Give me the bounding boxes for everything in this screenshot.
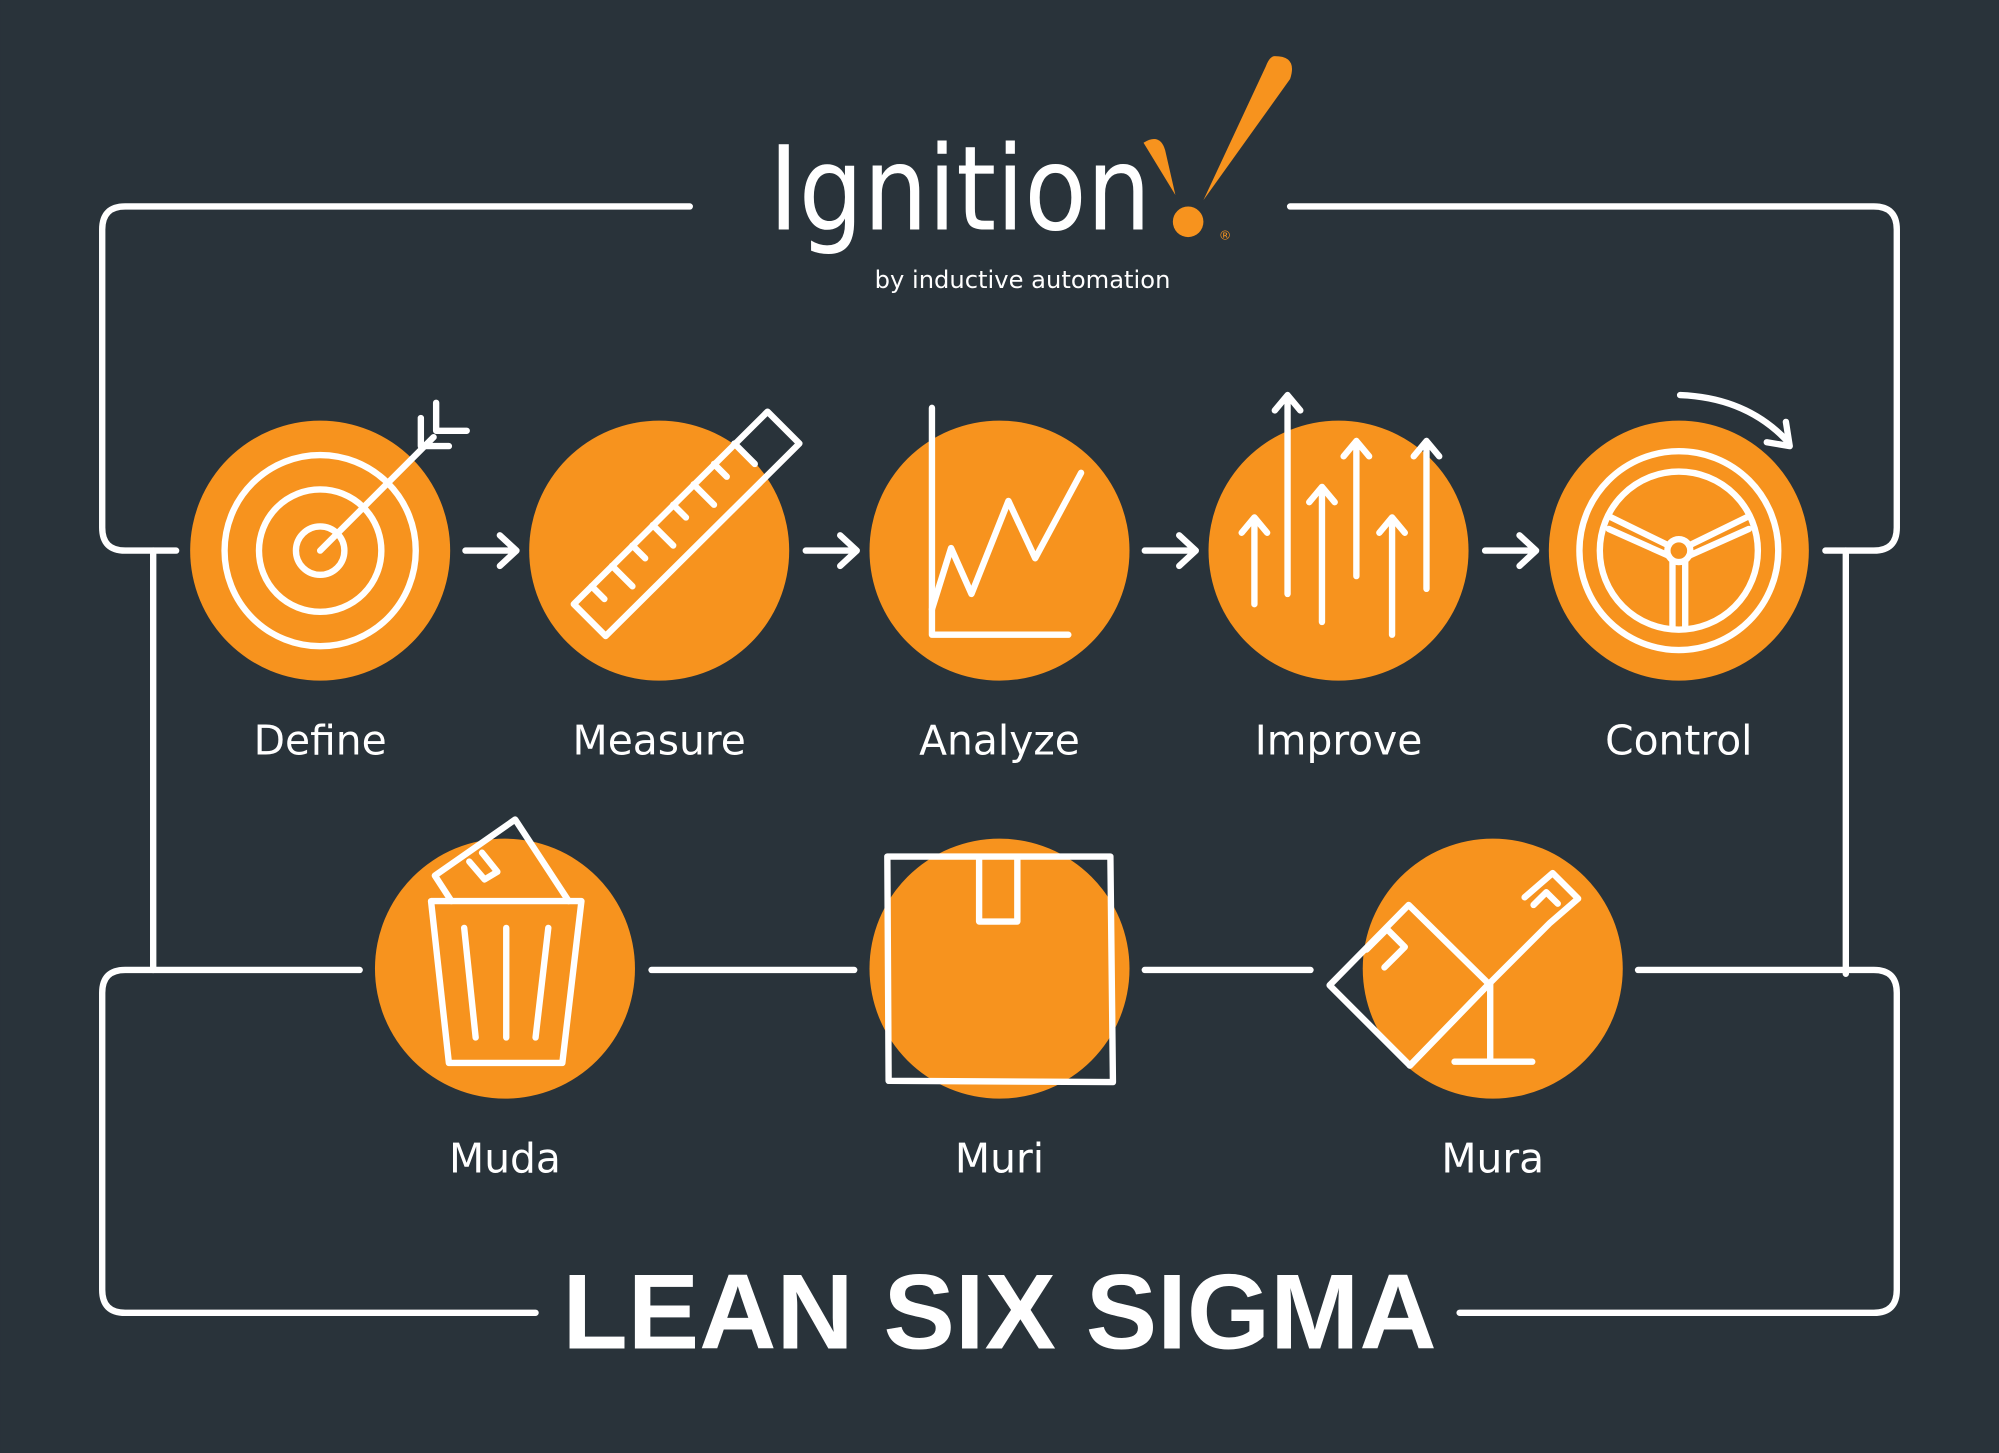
steering-wheel-icon	[1576, 391, 1793, 654]
step-label-measure: Measure	[573, 717, 746, 765]
exclamation-small-stroke-icon	[1143, 139, 1176, 196]
muri-circle	[869, 838, 1130, 1099]
trash-bin-icon	[427, 816, 585, 1067]
arrow-right-icon	[462, 532, 520, 570]
logo-tagline: by inductive automation	[875, 266, 1171, 294]
waste-label-mura: Mura	[1441, 1135, 1544, 1183]
analyze-circle	[869, 420, 1130, 681]
arrow-right-icon	[1481, 532, 1540, 570]
waste-label-muri: Muri	[955, 1135, 1044, 1183]
arrow-right-icon	[1141, 532, 1199, 570]
registered-mark: ®	[1219, 229, 1232, 244]
page-title: LEAN SIX SIGMA	[562, 1251, 1436, 1371]
step-label-improve: Improve	[1255, 717, 1423, 765]
ruler-icon	[570, 408, 803, 640]
step-label-define: Define	[254, 717, 387, 765]
frame-lines	[99, 203, 1900, 1316]
up-arrows-icon	[1238, 391, 1443, 638]
step-label-control: Control	[1605, 717, 1752, 765]
box-icon	[884, 853, 1117, 1086]
target-icon	[221, 399, 470, 650]
exclamation-dot-icon	[1172, 206, 1204, 238]
line-chart-icon	[928, 404, 1085, 638]
unbalanced-scale-icon	[1326, 869, 1582, 1069]
control-circle	[1548, 420, 1809, 681]
improve-circle	[1208, 420, 1469, 681]
arrow-right-icon	[802, 532, 860, 570]
step-label-analyze: Analyze	[919, 717, 1080, 765]
ignition-logo: Ignition by inductive automation ®	[769, 56, 1293, 294]
exclamation-icon	[1203, 56, 1293, 201]
waste-label-muda: Muda	[449, 1135, 561, 1183]
measure-circle	[529, 420, 790, 681]
arrows	[462, 532, 1540, 570]
logo-brand: Ignition	[769, 120, 1151, 257]
